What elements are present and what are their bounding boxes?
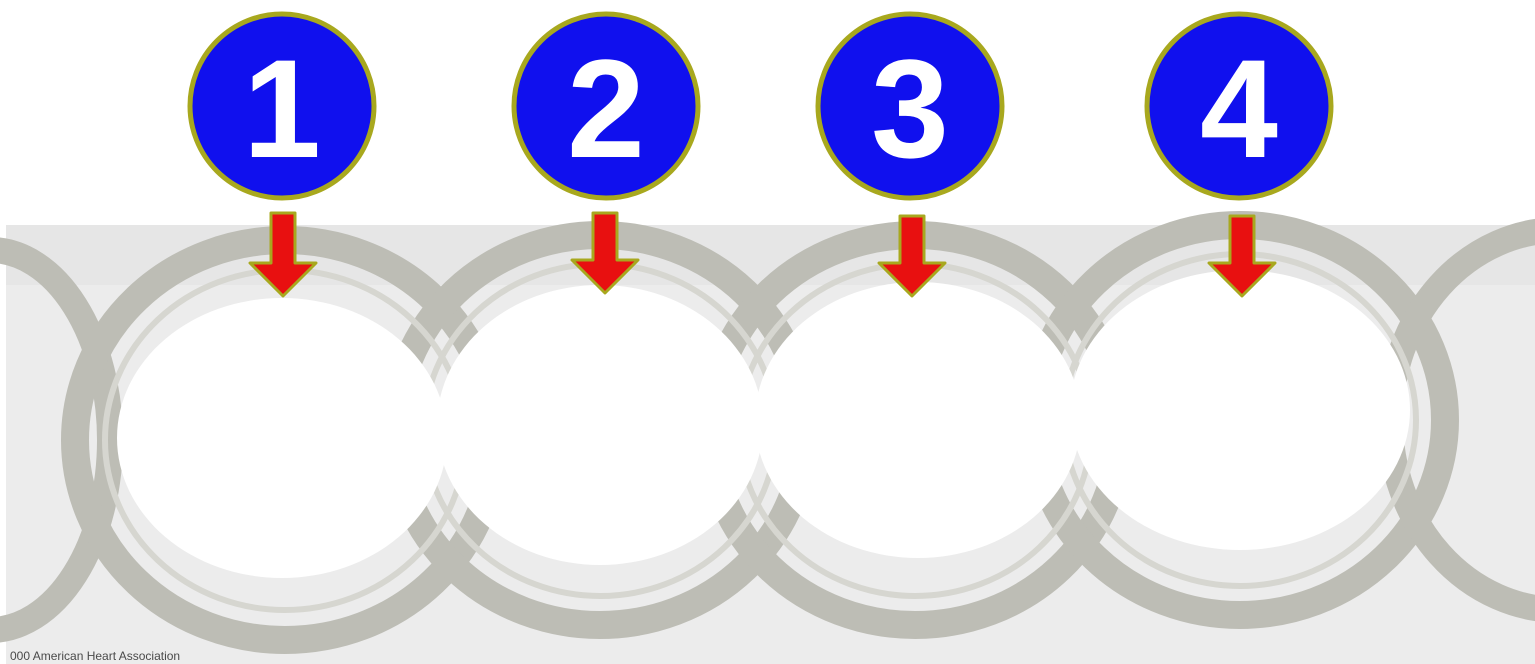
badge-circle [815, 11, 1005, 201]
step-number: 1 [243, 30, 321, 187]
down-arrow-icon [570, 211, 640, 295]
chain-link-ring-left-edge [0, 237, 123, 643]
step-number: 4 [1200, 30, 1278, 187]
link-opening-2 [437, 285, 763, 565]
down-arrow-icon [1207, 214, 1277, 298]
step-number: 3 [871, 30, 949, 187]
step-number: 2 [567, 30, 645, 187]
step-badge-1: 1 [187, 11, 377, 201]
link-opening-4 [1070, 270, 1410, 550]
down-arrow-icon [248, 211, 318, 298]
badge-circle [511, 11, 701, 201]
link-openings [117, 270, 1410, 578]
step-badge-3: 3 [815, 11, 1005, 201]
badge-circle [1144, 11, 1334, 201]
link-opening-1 [117, 298, 447, 578]
step-badge-2: 2 [511, 11, 701, 201]
pointer-arrows [248, 211, 1277, 298]
link-opening-3 [755, 282, 1081, 558]
step-badges: 1 2 3 4 [187, 11, 1334, 201]
badge-circle [187, 11, 377, 201]
down-arrow-icon [877, 214, 947, 298]
step-badge-4: 4 [1144, 11, 1334, 201]
copyright-credit: 000 American Heart Association [10, 649, 180, 663]
